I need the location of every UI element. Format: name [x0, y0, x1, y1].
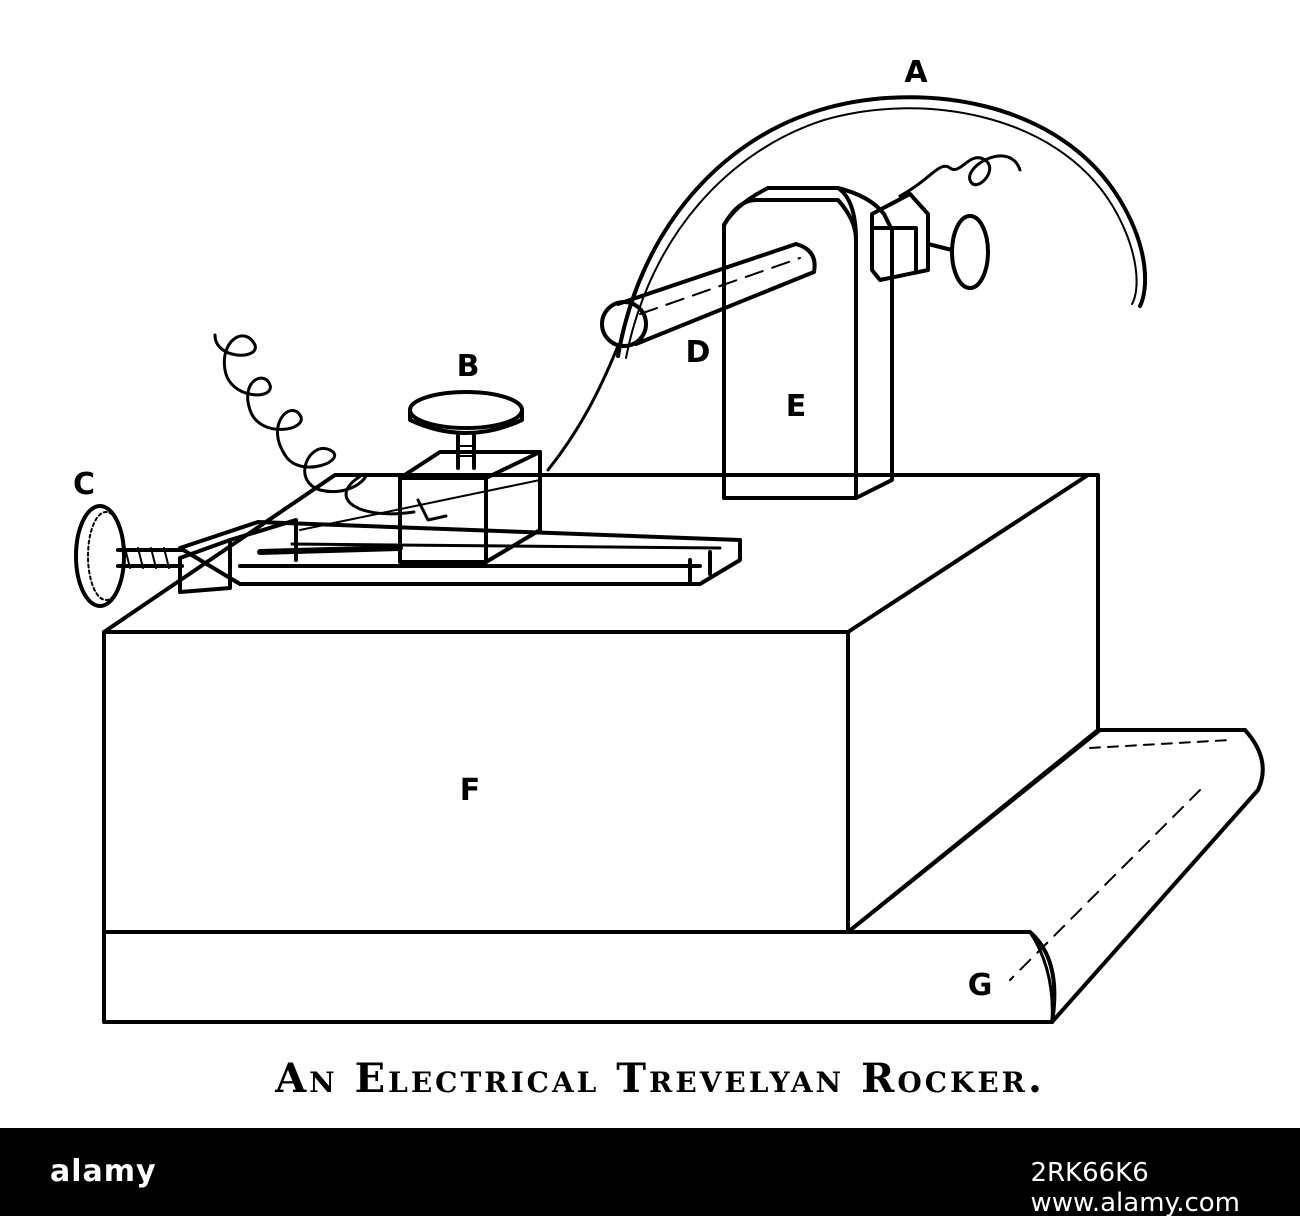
label-e: E [786, 389, 807, 424]
adjusting-screw-c [74, 504, 184, 608]
thumbscrew-b [408, 390, 524, 470]
clamp-block [398, 450, 542, 564]
figure-caption: An Electrical Trevelyan Rocker. [274, 1055, 1045, 1102]
block-f [102, 473, 1100, 934]
watermark-brand: alamy [50, 1154, 157, 1189]
diagram-figure: A B C D E F G An Electrical Trevelyan Ro… [72, 55, 1265, 1102]
label-a: A [904, 55, 928, 90]
wire-coil [213, 333, 416, 516]
watermark-bar: alamy 2RK66K6 www.alamy.com [0, 1128, 1300, 1218]
label-d: D [686, 335, 711, 370]
rocker-rod-d [600, 242, 817, 348]
watermark-site: www.alamy.com [1030, 1188, 1240, 1218]
label-b: B [457, 349, 480, 384]
label-c: C [73, 467, 95, 502]
stand-e [722, 186, 894, 500]
slide-rails [178, 520, 742, 586]
watermark-meta: 2RK66K6 www.alamy.com [1030, 1158, 1240, 1218]
label-f: F [460, 773, 481, 808]
arc-wire-a [616, 95, 1148, 358]
base-plate-g [102, 728, 1265, 1024]
terminal-knob [870, 154, 1022, 290]
label-g: G [968, 968, 993, 1003]
screw-bracket [178, 518, 298, 594]
watermark-image-id: 2RK66K6 [1030, 1158, 1149, 1188]
lead-wire [546, 344, 620, 472]
